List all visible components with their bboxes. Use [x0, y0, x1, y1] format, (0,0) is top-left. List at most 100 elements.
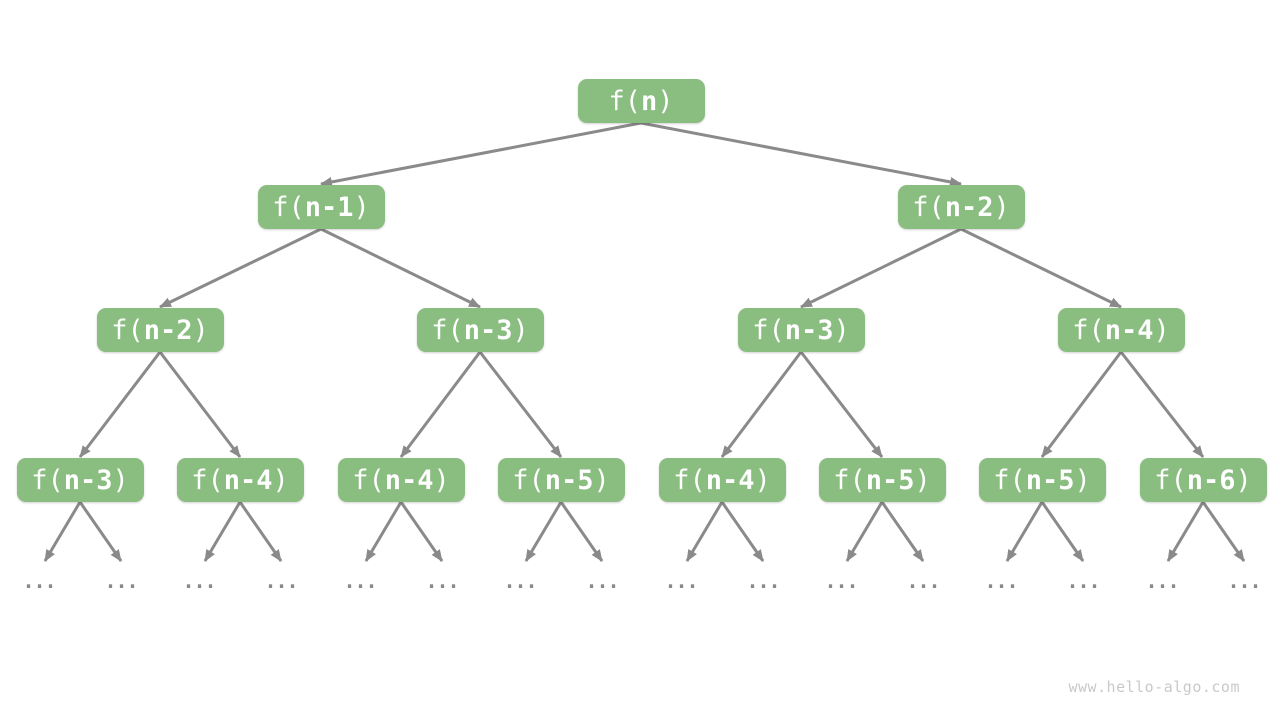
tree-node-n: f(n) — [577, 79, 705, 123]
node-label-suffix: ) — [192, 314, 209, 346]
node-label-argument: n-3 — [463, 314, 513, 346]
node-label-prefix: f( — [272, 191, 305, 223]
node-label-argument: n-4 — [223, 464, 273, 496]
node-label-argument: n-3 — [63, 464, 113, 496]
node-label-argument: n-4 — [384, 464, 434, 496]
tree-node-n-5: f(n-5) — [497, 458, 625, 502]
ellipsis: ... — [104, 569, 138, 593]
node-label-prefix: f( — [1072, 314, 1105, 346]
tree-node-n-2: f(n-2) — [897, 185, 1025, 229]
edge-arrow-n4-n10 — [478, 351, 563, 458]
tree-node-n-5: f(n-5) — [818, 458, 946, 502]
node-label-suffix: ) — [593, 464, 610, 496]
edge-arrow-n0-n1 — [320, 121, 642, 187]
node-label-prefix: f( — [1154, 464, 1187, 496]
node-label-suffix: ) — [353, 191, 370, 223]
node-label-suffix: ) — [657, 85, 674, 117]
ellipsis: ... — [264, 569, 298, 593]
ellipsis: ... — [746, 569, 780, 593]
edge-arrow-n6-n14 — [1119, 351, 1205, 458]
edge-arrow-n10-e7 — [559, 501, 604, 562]
watermark: www.hello-algo.com — [1068, 678, 1240, 696]
edge-arrow-n3-n8 — [158, 351, 242, 458]
node-label-suffix: ) — [993, 191, 1010, 223]
node-label-suffix: ) — [914, 464, 931, 496]
tree-node-n-6: f(n-6) — [1139, 458, 1267, 502]
edge-arrow-n7-e1 — [78, 501, 123, 562]
ellipsis: ... — [343, 569, 377, 593]
edge-arrow-n0-n2 — [640, 121, 962, 187]
node-label-prefix: f( — [352, 464, 385, 496]
tree-node-n-2: f(n-2) — [96, 308, 224, 352]
edge-arrow-n5-n12 — [799, 351, 884, 458]
edge-arrow-n11-e9 — [720, 501, 765, 562]
node-label-argument: n-5 — [544, 464, 594, 496]
node-label-suffix: ) — [112, 464, 129, 496]
edge-arrow-n7-e0 — [43, 501, 82, 562]
node-label-argument: n-2 — [944, 191, 994, 223]
node-label-prefix: f( — [191, 464, 224, 496]
edge-arrow-n5-n11 — [720, 351, 803, 458]
node-label-argument: n-1 — [304, 191, 354, 223]
tree-node-n-3: f(n-3) — [16, 458, 144, 502]
node-label-prefix: f( — [608, 85, 641, 117]
node-label-argument: n-3 — [784, 314, 834, 346]
node-label-prefix: f( — [512, 464, 545, 496]
node-label-prefix: f( — [111, 314, 144, 346]
node-label-prefix: f( — [993, 464, 1026, 496]
ellipsis: ... — [1227, 569, 1261, 593]
ellipsis: ... — [22, 569, 56, 593]
node-label-suffix: ) — [272, 464, 289, 496]
node-label-suffix: ) — [833, 314, 850, 346]
edge-arrow-n4-n9 — [399, 351, 482, 458]
ellipsis: ... — [585, 569, 619, 593]
edge-arrow-n9-e4 — [364, 501, 403, 562]
edge-arrow-n14-e15 — [1201, 501, 1246, 562]
ellipsis: ... — [503, 569, 537, 593]
edge-arrow-n12-e10 — [845, 501, 884, 562]
tree-node-n-3: f(n-3) — [416, 308, 544, 352]
edge-arrow-n12-e11 — [880, 501, 925, 562]
edge-arrow-n8-e3 — [238, 501, 283, 562]
edge-arrow-n8-e2 — [203, 501, 242, 562]
ellipsis: ... — [182, 569, 216, 593]
node-label-argument: n-4 — [705, 464, 755, 496]
node-label-suffix: ) — [1153, 314, 1170, 346]
node-label-prefix: f( — [912, 191, 945, 223]
edge-arrow-n13-e12 — [1005, 501, 1044, 562]
edge-arrow-n2-n5 — [800, 227, 962, 309]
node-label-prefix: f( — [31, 464, 64, 496]
node-label-argument: n-6 — [1186, 464, 1236, 496]
ellipsis: ... — [906, 569, 940, 593]
edge-arrow-n11-e8 — [685, 501, 724, 562]
node-label-suffix: ) — [1074, 464, 1091, 496]
edge-arrow-n6-n13 — [1040, 351, 1123, 458]
tree-node-n-4: f(n-4) — [176, 458, 304, 502]
tree-node-n-5: f(n-5) — [978, 458, 1106, 502]
edge-arrow-n10-e6 — [524, 501, 563, 562]
node-label-suffix: ) — [754, 464, 771, 496]
node-label-suffix: ) — [1235, 464, 1252, 496]
tree-node-n-4: f(n-4) — [337, 458, 465, 502]
node-label-prefix: f( — [673, 464, 706, 496]
node-label-suffix: ) — [512, 314, 529, 346]
node-label-argument: n-4 — [1104, 314, 1154, 346]
edge-arrow-n9-e5 — [399, 501, 444, 562]
tree-node-n-3: f(n-3) — [737, 308, 865, 352]
edge-arrow-n13-e13 — [1040, 501, 1085, 562]
node-label-prefix: f( — [833, 464, 866, 496]
node-label-argument: n — [640, 85, 658, 117]
node-label-argument: n-2 — [143, 314, 193, 346]
tree-node-n-4: f(n-4) — [658, 458, 786, 502]
node-label-prefix: f( — [431, 314, 464, 346]
tree-node-n-4: f(n-4) — [1057, 308, 1185, 352]
node-label-suffix: ) — [433, 464, 450, 496]
ellipsis: ... — [984, 569, 1018, 593]
ellipsis: ... — [1145, 569, 1179, 593]
node-label-argument: n-5 — [865, 464, 915, 496]
edge-arrow-n1-n4 — [320, 227, 481, 309]
edge-arrow-n14-e14 — [1166, 501, 1205, 562]
node-label-prefix: f( — [752, 314, 785, 346]
